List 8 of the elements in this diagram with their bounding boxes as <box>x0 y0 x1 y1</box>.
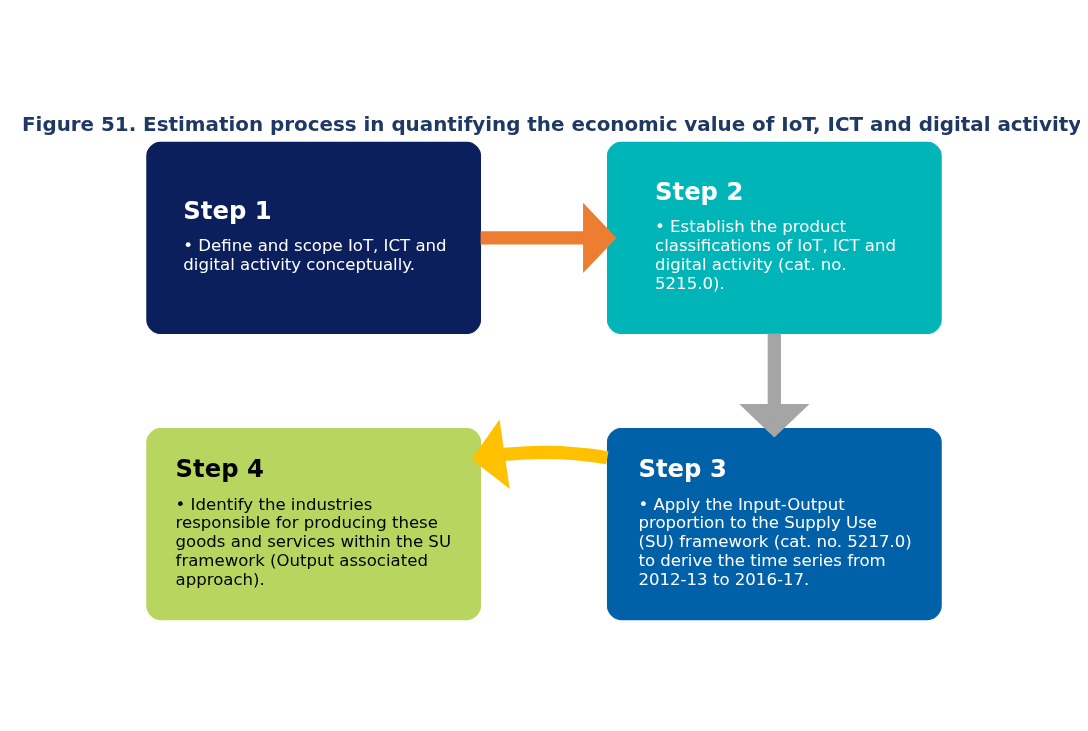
arrow <box>471 419 609 489</box>
node-box: Step 3 • Apply the Input-Output proportion to the Supply Use (SU) framework (cat. no. 5217.0) to derive the time series from 2012-13 to 2016-17. <box>606 427 942 621</box>
node-box: Step 4 • Identify the industries responsible for producing these goods and services within the SU framework (Output associated approach). <box>146 427 482 621</box>
node-box: Step 2 • Establish the product classifications of IoT, ICT and digital activity (cat. no. 5215.0). <box>606 141 942 334</box>
node-box: Step 1 • Define and scope IoT, ICT and digital activity conceptually. <box>146 141 482 334</box>
diagram-title: Figure 51. Estimation process in quantifying the economic value of IoT, ICT and digital activity <box>22 112 1082 136</box>
arrow <box>480 202 617 274</box>
arrow <box>739 333 810 438</box>
